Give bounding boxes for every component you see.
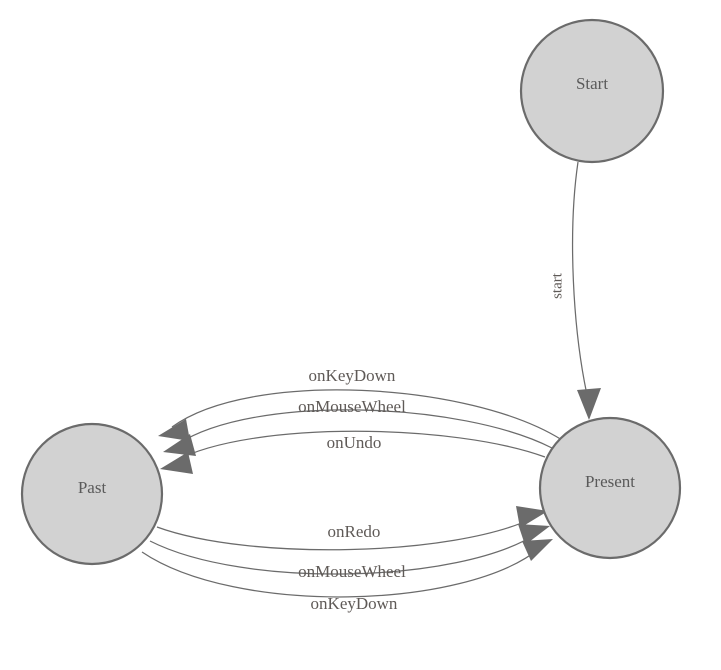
edge-past-to-present-mousewheel: [149, 524, 550, 575]
node-past-label: Past: [78, 478, 107, 497]
edge-present-to-past-undo: [160, 430, 546, 474]
edge-label-bottom-mousewheel: onMouseWheel: [298, 562, 406, 581]
edge-past-to-present-keydown-path: [141, 547, 541, 598]
node-present[interactable]: Present: [538, 416, 682, 560]
node-start-label: Start: [576, 74, 608, 93]
edge-label-top-mousewheel: onMouseWheel: [298, 397, 406, 416]
edge-start-to-present-path: [571, 161, 590, 405]
edge-present-to-past-mousewheel-arrowhead: [163, 434, 196, 456]
edge-present-to-past-keydown: [158, 389, 563, 441]
edge-label-top-undo: onUndo: [327, 433, 382, 452]
edge-present-to-past-undo-path: [174, 430, 546, 462]
edge-present-to-past-keydown-arrowhead: [158, 419, 190, 441]
node-past[interactable]: Past: [20, 422, 164, 566]
edge-label-start: start: [549, 272, 565, 299]
edge-label-bottom-keydown: onKeyDown: [311, 594, 398, 613]
edge-present-to-past-mousewheel: [163, 409, 553, 456]
edge-label-bottom-redo: onRedo: [328, 522, 381, 541]
node-past-circle[interactable]: [20, 422, 164, 566]
node-present-label: Present: [585, 472, 635, 491]
edge-past-to-present-redo-arrowhead: [516, 506, 548, 528]
edge-start-to-present: [571, 161, 601, 420]
edge-past-to-present-keydown-arrowhead: [522, 539, 553, 561]
edge-present-to-past-mousewheel-path: [177, 409, 553, 449]
node-present-circle[interactable]: [538, 416, 682, 560]
edge-start-to-present-arrowhead: [577, 388, 601, 420]
edge-present-to-past-keydown-path: [171, 389, 563, 441]
edge-past-to-present-mousewheel-path: [149, 533, 537, 575]
edge-present-to-past-undo-arrowhead: [160, 452, 193, 474]
edge-label-top-keydown: onKeyDown: [309, 366, 396, 385]
node-start[interactable]: Start: [519, 18, 665, 164]
node-start-circle[interactable]: [519, 18, 665, 164]
edge-past-to-present-mousewheel-arrowhead: [518, 524, 550, 545]
edge-past-to-present-redo: [156, 506, 548, 551]
edge-past-to-present-redo-path: [156, 517, 534, 551]
edge-past-to-present-keydown: [141, 539, 553, 598]
